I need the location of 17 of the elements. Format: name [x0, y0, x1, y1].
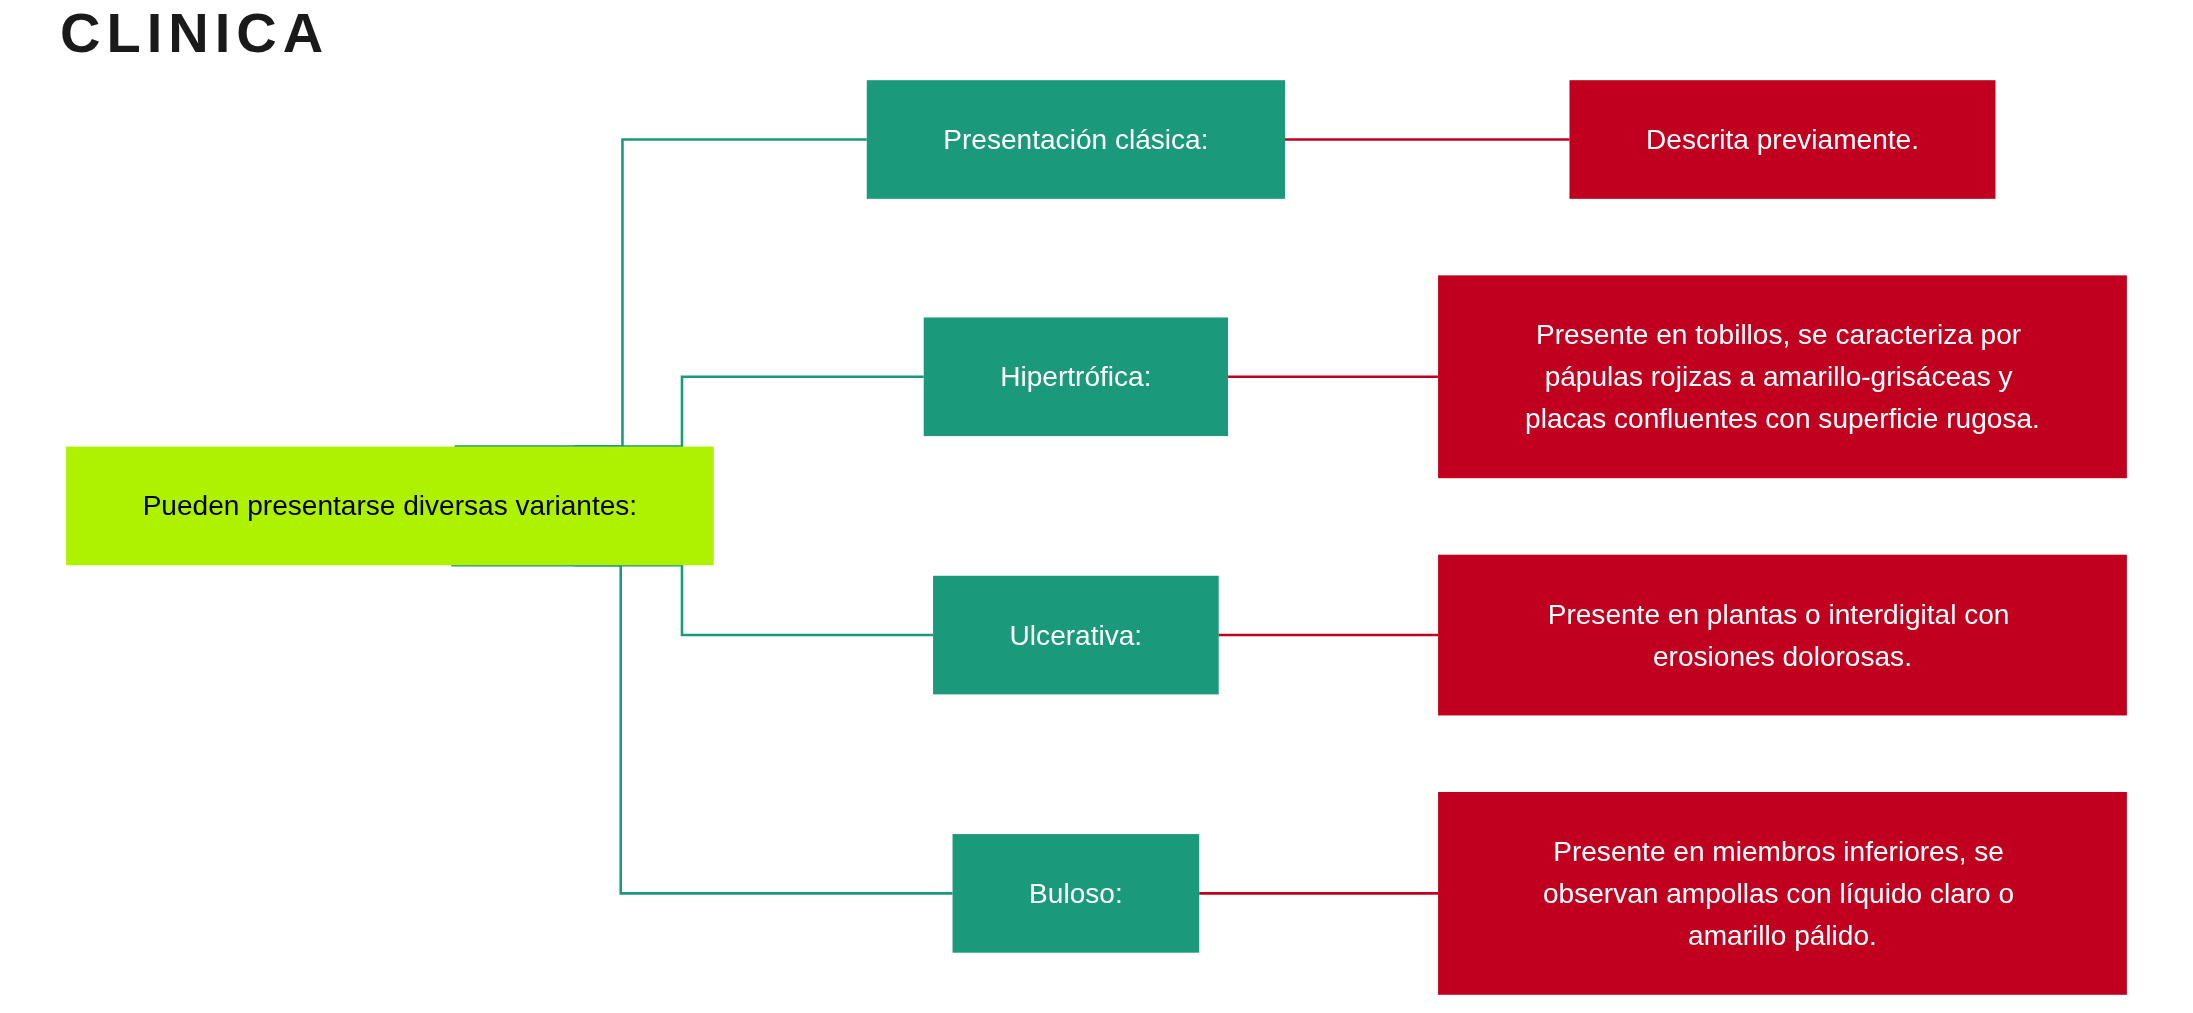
node-box: Presente en miembros inferiores, se observan ampollas con líquido claro o amarillo pálido. [1438, 792, 2127, 995]
node-box: Pueden presentarse diversas variantes: [66, 446, 714, 566]
connector [451, 563, 953, 895]
connector [1285, 138, 1570, 141]
connector [1199, 892, 1439, 895]
node-box: Ulcerativa: [933, 575, 1219, 695]
node-box: Buloso: [952, 834, 1200, 953]
slide-title: CLINICA [60, 0, 330, 65]
node-box: Presente en tobillos, se caracteriza por pápulas rojizas a amarillo-grisáceas y placas confluentes con superficie rugosa. [1438, 275, 2127, 479]
connector [573, 375, 924, 448]
node-box: Hipertrófica: [923, 317, 1229, 437]
connector [1218, 633, 1439, 637]
node-box: Descrita previamente. [1569, 80, 1996, 199]
connector [1228, 375, 1439, 379]
connector [454, 138, 867, 448]
node-box: Presente en plantas o interdigital con erosiones dolorosas. [1438, 554, 2127, 716]
node-box: Presentación clásica: [866, 80, 1285, 199]
